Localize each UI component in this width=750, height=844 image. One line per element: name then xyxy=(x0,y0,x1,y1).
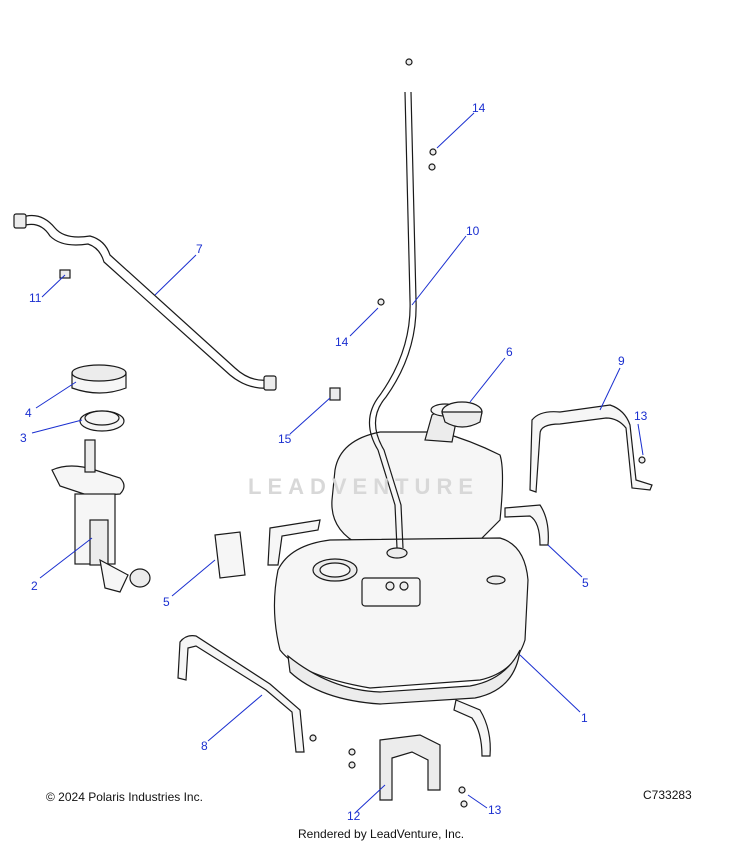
callout-7[interactable]: 7 xyxy=(196,242,203,256)
callout-14b[interactable]: 14 xyxy=(335,335,349,349)
vent-hose xyxy=(368,58,417,549)
callout-14a[interactable]: 14 xyxy=(472,101,486,115)
callout-3[interactable]: 3 xyxy=(20,431,27,445)
callout-8[interactable]: 8 xyxy=(201,739,208,753)
bracket-left xyxy=(214,531,246,579)
rendered-by-text: Rendered by LeadVenture, Inc. xyxy=(298,827,465,841)
fuel-pump xyxy=(51,439,151,593)
callout-12[interactable]: 12 xyxy=(347,809,361,823)
callout-5b[interactable]: 5 xyxy=(582,576,589,590)
callout-5a[interactable]: 5 xyxy=(163,595,170,609)
watermark: LEADVENTURE xyxy=(248,474,480,499)
copyright-text: © 2024 Polaris Industries Inc. xyxy=(46,790,203,804)
bracket-right xyxy=(504,504,549,546)
fuel-tank xyxy=(273,403,529,705)
callout-13b[interactable]: 13 xyxy=(488,803,502,817)
callout-10[interactable]: 10 xyxy=(466,224,480,238)
fuel-line xyxy=(13,213,277,391)
callout-13a[interactable]: 13 xyxy=(634,409,648,423)
mount-bracket xyxy=(379,734,441,801)
callout-15[interactable]: 15 xyxy=(278,432,292,446)
strap-upper xyxy=(529,404,653,493)
callout-9[interactable]: 9 xyxy=(618,354,625,368)
callout-1[interactable]: 1 xyxy=(581,711,588,725)
callout-6[interactable]: 6 xyxy=(506,345,513,359)
callout-11[interactable]: 11 xyxy=(29,291,42,305)
callout-4[interactable]: 4 xyxy=(25,406,32,420)
fasteners xyxy=(59,148,646,808)
lock-ring xyxy=(71,364,127,394)
strap-lower xyxy=(177,635,305,753)
diagram-code: C733283 xyxy=(643,788,692,802)
callout-2[interactable]: 2 xyxy=(31,579,38,593)
leader-lines xyxy=(31,112,644,813)
